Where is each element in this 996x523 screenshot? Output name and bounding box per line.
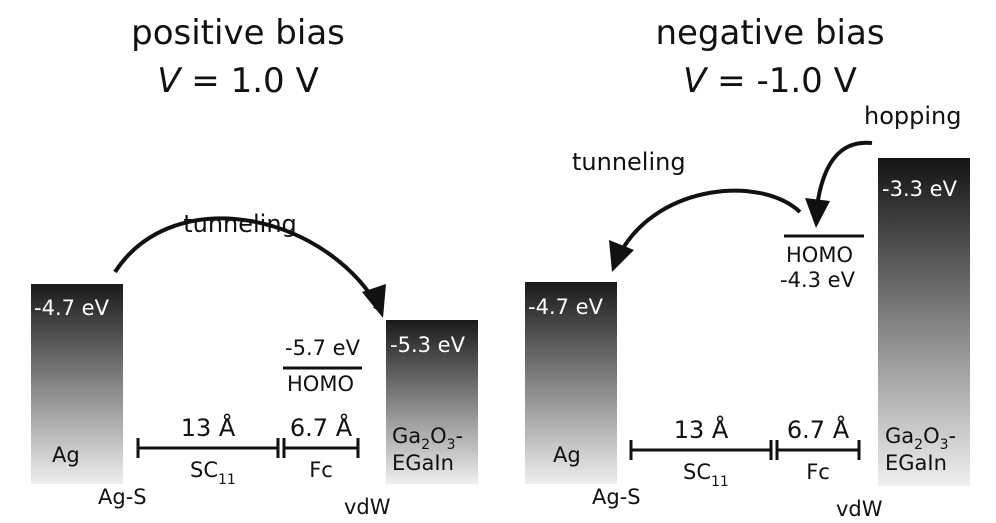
right-fc-dimension [775, 440, 861, 460]
left-egain-sub1: 2 [421, 437, 430, 453]
right-egain-label-line2: EGaIn [885, 451, 947, 475]
right-title: negative bias [655, 13, 884, 53]
right-egain-dash: - [949, 424, 957, 448]
right-sc-length: 13 Å [674, 415, 729, 444]
right-hopping-label: hopping [864, 102, 961, 130]
right-egain-label: Ga2O3- [885, 424, 956, 453]
right-tunneling-arrow [620, 188, 802, 252]
left-egain-label: Ga2O3- [392, 424, 463, 453]
left-homo-label: HOMO [287, 372, 354, 396]
left-voltage-var: V [157, 61, 183, 101]
right-tunneling-label: tunneling [572, 148, 686, 176]
left-fc-length: 6.7 Å [290, 413, 353, 442]
right-homo-energy: -4.3 eV [780, 268, 856, 292]
left-title: positive bias [131, 13, 345, 53]
right-voltage-var: V [683, 61, 709, 101]
left-sc-main: SC [190, 458, 218, 482]
left-voltage-value: = 1.0 V [181, 61, 319, 101]
left-ag-energy: -4.7 eV [34, 296, 110, 320]
right-voltage: V = -1.0 V [683, 61, 857, 101]
right-ag-energy: -4.7 eV [528, 295, 604, 319]
left-vdw-label: vdW [344, 495, 391, 519]
right-voltage-value: = -1.0 V [706, 61, 857, 101]
left-egain-o: O [430, 424, 447, 448]
left-egain-label-line2: EGaIn [392, 451, 454, 475]
right-vdw-label: vdW [836, 497, 883, 521]
right-egain-bar [878, 158, 970, 486]
left-egain-bar [386, 320, 478, 484]
right-tunneling-arrowhead [609, 240, 634, 272]
right-hopping-arrow [816, 140, 873, 201]
left-tunneling-label: tunneling [183, 210, 297, 238]
left-sc-length: 13 Å [181, 413, 236, 442]
right-fc-length: 6.7 Å [787, 415, 850, 444]
right-homo-label: HOMO [786, 243, 853, 267]
left-egain-energy: -5.3 eV [390, 333, 466, 357]
left-sc-label: SC11 [190, 458, 236, 488]
left-fc-label: Fc [309, 458, 333, 482]
left-fc-dimension [282, 438, 360, 458]
left-tunneling-arrowhead [362, 284, 386, 318]
left-ags-label: Ag-S [98, 485, 147, 509]
left-sc-dimension [136, 438, 280, 458]
left-ag-bar [31, 284, 123, 484]
right-ags-label: Ag-S [592, 485, 641, 509]
right-egain-energy: -3.3 eV [882, 177, 958, 201]
left-egain-ga: Ga [392, 424, 421, 448]
right-ag-bar [525, 282, 617, 484]
right-egain-o: O [923, 424, 940, 448]
left-tunneling-arrow [113, 216, 383, 314]
left-egain-sub2: 3 [447, 437, 456, 453]
right-sc-main: SC [683, 460, 711, 484]
left-egain-dash: - [456, 424, 464, 448]
right-sc-sub: 11 [711, 474, 729, 490]
right-sc-dimension [629, 440, 773, 460]
left-panel: positive bias V = 1.0 V tunneling -4.7 e… [31, 13, 478, 519]
right-ag-label: Ag [553, 443, 581, 467]
right-egain-sub1: 2 [914, 437, 923, 453]
right-egain-ga: Ga [885, 424, 914, 448]
right-panel: negative bias V = -1.0 V hopping tunneli… [525, 13, 970, 521]
right-egain-sub2: 3 [940, 437, 949, 453]
right-fc-label: Fc [806, 460, 830, 484]
right-sc-label: SC11 [683, 460, 729, 490]
left-ag-label: Ag [52, 443, 80, 467]
left-sc-sub: 11 [218, 472, 236, 488]
left-homo-energy: -5.7 eV [285, 336, 361, 360]
right-hopping-arrowhead [805, 198, 830, 228]
left-voltage: V = 1.0 V [157, 61, 319, 101]
